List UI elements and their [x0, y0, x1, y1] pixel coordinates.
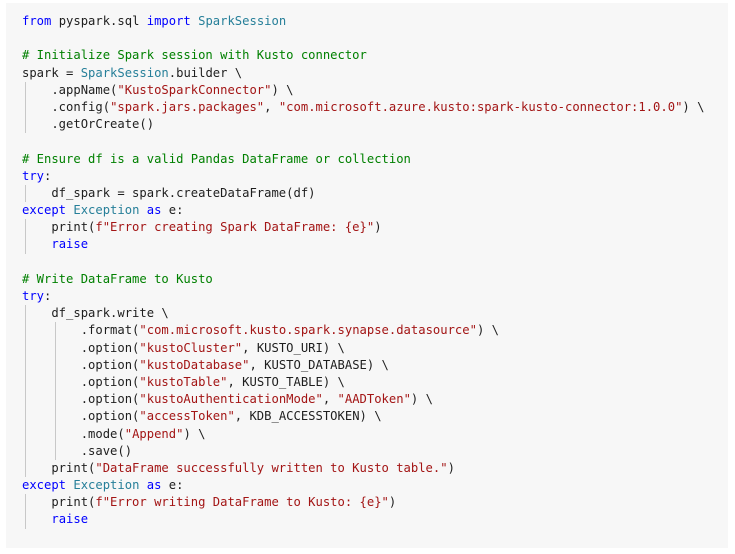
code-line: except Exception as e:: [22, 477, 704, 494]
code-line: .option("accessToken", KDB_ACCESSTOKEN) …: [22, 408, 704, 426]
code-text: except Exception as e:: [22, 203, 184, 218]
indent-guide: [25, 459, 26, 478]
code-line: from pyspark.sql import SparkSession: [22, 13, 704, 30]
code-line: # Write DataFrame to Kusto: [22, 271, 704, 288]
indent-guide: [25, 391, 26, 409]
code-text: df_spark = spark.createDataFrame(df): [22, 185, 316, 200]
code-text: df_spark.write \: [22, 306, 169, 321]
code-line: .option("kustoDatabase", KUSTO_DATABASE)…: [22, 356, 704, 374]
code-line: .format("com.microsoft.kusto.spark.synap…: [22, 322, 704, 340]
code-line: .appName("KustoSparkConnector") \: [22, 81, 704, 99]
code-line: df_spark = spark.createDataFrame(df): [22, 184, 704, 203]
indent-guide: [25, 511, 26, 529]
indent-guide: [25, 356, 26, 374]
indent-guide: [25, 425, 26, 443]
code-content: from pyspark.sql import SparkSession​# I…: [22, 13, 704, 529]
code-line: .option("kustoCluster", KUSTO_URI) \: [22, 339, 704, 357]
code-line: .mode("Append") \: [22, 425, 704, 443]
indent-guide: [25, 408, 26, 426]
indent-guide: [25, 442, 26, 460]
indent-guide: [55, 373, 56, 392]
code-line: raise: [22, 511, 704, 529]
code-line: .option("kustoTable", KUSTO_TABLE) \: [22, 373, 704, 392]
code-text: from pyspark.sql import SparkSession: [22, 14, 287, 28]
code-line: spark = SparkSession.builder \: [22, 65, 704, 82]
code-text: except Exception as e:: [22, 478, 184, 493]
indent-guide: [25, 81, 26, 99]
code-line: ​: [22, 30, 704, 47]
code-line: ​: [22, 133, 704, 150]
code-text: .option("kustoTable", KUSTO_TABLE) \: [22, 374, 345, 389]
indent-guide: [25, 494, 26, 512]
indent-guide: [25, 116, 26, 134]
indent-guide: [25, 373, 26, 392]
code-text: print("DataFrame successfully written to…: [22, 460, 455, 475]
code-line: .config("spark.jars.packages", "com.micr…: [22, 98, 705, 117]
code-text: spark = SparkSession.builder \: [22, 65, 243, 80]
code-line: df_spark.write \: [22, 305, 704, 323]
indent-guide: [55, 322, 56, 340]
indent-guide: [55, 391, 56, 409]
indent-guide: [25, 322, 26, 340]
code-text: .option("kustoCluster", KUSTO_URI) \: [22, 340, 345, 355]
code-text: print(f"Error writing DataFrame to Kusto…: [22, 495, 397, 510]
code-block: from pyspark.sql import SparkSession​# I…: [6, 3, 728, 548]
code-text: .appName("KustoSparkConnector") \: [22, 82, 294, 97]
code-text: .option("kustoAuthenticationMode", "AADT…: [22, 392, 433, 407]
code-line: try:: [22, 168, 704, 185]
indent-guide: [25, 219, 26, 237]
code-line: .getOrCreate(): [22, 116, 704, 134]
code-line: .save(): [22, 442, 704, 460]
code-text: .config("spark.jars.packages", "com.micr…: [22, 99, 705, 114]
indent-guide: [55, 425, 56, 443]
code-text: # Initialize Spark session with Kusto co…: [22, 48, 367, 63]
code-line: except Exception as e:: [22, 202, 704, 219]
code-text: .option("accessToken", KDB_ACCESSTOKEN) …: [22, 409, 382, 424]
code-text: .format("com.microsoft.kusto.spark.synap…: [22, 323, 499, 338]
code-line: # Ensure df is a valid Pandas DataFrame …: [22, 151, 704, 168]
code-text: print(f"Error creating Spark DataFrame: …: [22, 220, 382, 235]
code-line: .option("kustoAuthenticationMode", "AADT…: [22, 391, 704, 409]
code-line: # Initialize Spark session with Kusto co…: [22, 47, 704, 64]
code-text: try:: [22, 289, 52, 303]
code-text: raise: [51, 512, 89, 527]
code-text: # Ensure df is a valid Pandas DataFrame …: [22, 151, 411, 166]
code-line: print(f"Error writing DataFrame to Kusto…: [22, 494, 704, 512]
code-text: .getOrCreate(): [22, 117, 155, 132]
code-text: raise: [51, 237, 89, 252]
indent-guide: [55, 356, 56, 374]
code-text: .save(): [22, 443, 133, 458]
indent-guide: [25, 236, 26, 254]
code-text: .mode("Append") \: [22, 426, 206, 441]
code-line: try:: [22, 288, 704, 305]
code-text: # Write DataFrame to Kusto: [22, 271, 213, 286]
code-line: print("DataFrame successfully written to…: [22, 459, 704, 478]
code-text: try:: [22, 168, 52, 183]
code-line: ​: [22, 254, 704, 271]
indent-guide: [25, 98, 26, 117]
indent-guide: [55, 442, 56, 460]
code-line: raise: [22, 236, 704, 254]
indent-guide: [25, 184, 26, 203]
indent-guide: [25, 339, 26, 357]
indent-guide: [25, 305, 26, 323]
indent-guide: [55, 408, 56, 426]
code-text: .option("kustoDatabase", KUSTO_DATABASE)…: [22, 357, 389, 372]
code-line: print(f"Error creating Spark DataFrame: …: [22, 219, 704, 237]
indent-guide: [55, 339, 56, 357]
